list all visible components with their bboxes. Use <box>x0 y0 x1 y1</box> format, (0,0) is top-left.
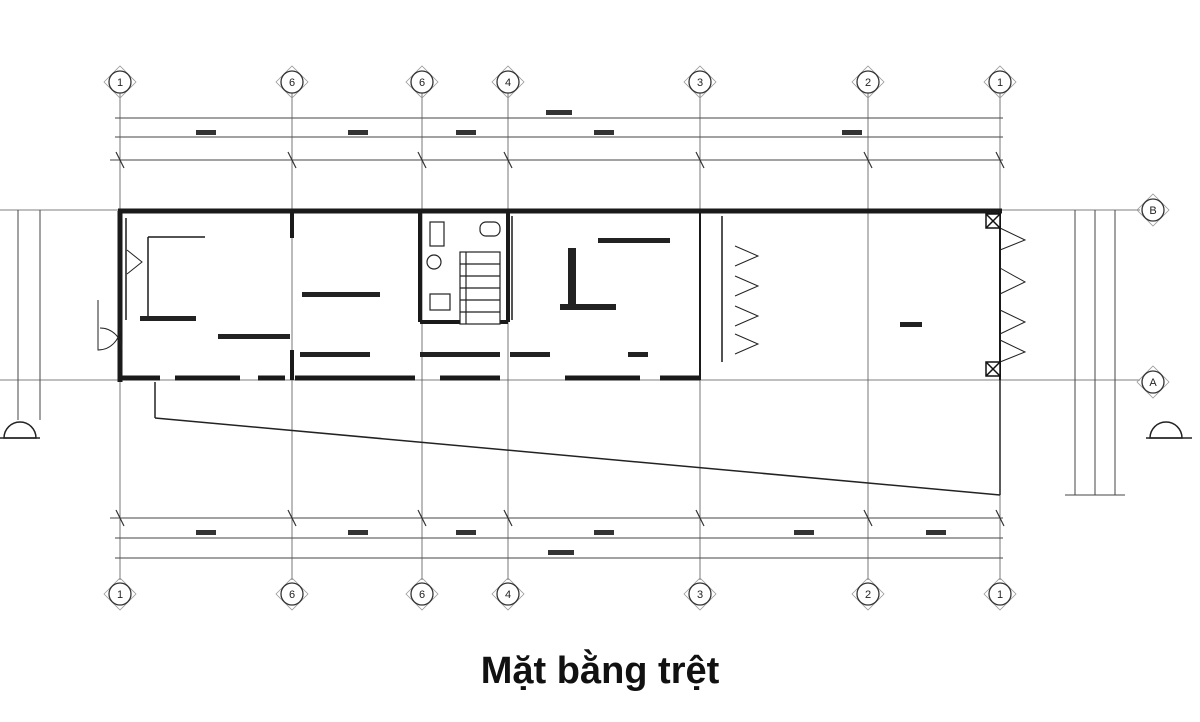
site-boundary <box>154 380 1001 496</box>
interior-walls <box>125 211 723 380</box>
grid-bubble-icon-label: 6 <box>289 589 295 601</box>
grid-bubble-icon-label: 1 <box>997 589 1003 601</box>
drawing-title: Mặt bằng trệt <box>480 650 720 692</box>
grid-bubble-icon-label: 1 <box>997 77 1003 89</box>
grid-bubbles-right: BA <box>1136 193 1170 399</box>
grid-bubble-icon-label: 1 <box>117 589 123 601</box>
section-marker-icon <box>0 421 1192 439</box>
door-swing-icon <box>97 227 1027 363</box>
grid-bubble-icon-label: 6 <box>419 77 425 89</box>
grid-bubble-icon-label: 4 <box>505 589 511 601</box>
grid-bubble-icon-label: 2 <box>865 589 871 601</box>
grid-bubble-icon-label: 6 <box>289 77 295 89</box>
grid-bubble-icon-label: 3 <box>697 589 703 601</box>
staircase-icon <box>459 251 501 325</box>
grid-bubble-icon-label: 2 <box>865 77 871 89</box>
dimension-text-marks <box>196 110 946 555</box>
room-annotations <box>140 238 922 357</box>
dimension-lines <box>17 117 1125 559</box>
grid-bubble-icon: 2 <box>851 65 885 99</box>
grid-bubble-icon: 6 <box>405 65 439 99</box>
grid-bubble-icon-label: 6 <box>419 589 425 601</box>
grid-bubble-icon: 3 <box>683 65 717 99</box>
grid-bubble-icon: 6 <box>275 65 309 99</box>
grid-bubble-icon: A <box>1136 365 1170 399</box>
grid-lines <box>0 92 1140 580</box>
structural-columns <box>985 213 1001 377</box>
grid-bubble-icon: 6 <box>405 577 439 611</box>
grid-bubble-icon: 3 <box>683 577 717 611</box>
grid-bubble-icon: B <box>1136 193 1170 227</box>
grid-bubble-icon: 4 <box>491 65 525 99</box>
grid-bubble-icon: 6 <box>275 577 309 611</box>
grid-bubble-icon-label: 3 <box>697 77 703 89</box>
grid-bubble-icon: 1 <box>103 577 137 611</box>
grid-bubble-icon: 1 <box>983 577 1017 611</box>
dimension-ticks <box>115 151 1005 527</box>
grid-bubble-icon: 1 <box>983 65 1017 99</box>
grid-bubble-icon-label: 1 <box>117 77 123 89</box>
grid-bubble-icon-label: 4 <box>505 77 511 89</box>
grid-bubble-icon: 2 <box>851 577 885 611</box>
grid-bubbles-bottom: 1 6 6 4 3 2 1 <box>103 577 1017 611</box>
grid-bubble-icon: 4 <box>491 577 525 611</box>
grid-bubble-icon-label: B <box>1149 205 1156 217</box>
grid-bubbles-top: 1 6 6 4 3 2 1 <box>103 65 1017 99</box>
exterior-walls <box>117 208 1002 382</box>
grid-bubble-icon: 1 <box>103 65 137 99</box>
grid-bubble-icon-label: A <box>1149 377 1157 389</box>
toilet-icon <box>426 221 501 311</box>
